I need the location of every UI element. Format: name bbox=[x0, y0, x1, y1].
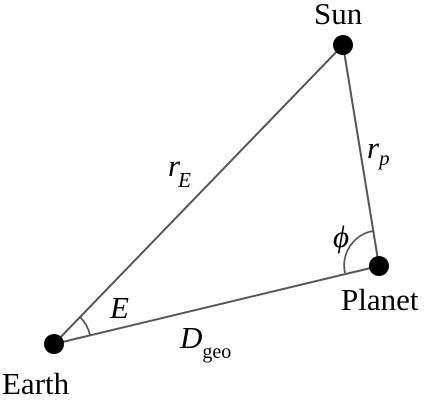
side-label-earth-sun-symbol: r bbox=[168, 148, 181, 183]
earth-point bbox=[44, 334, 64, 354]
angle-label-planet: ϕ bbox=[333, 219, 349, 254]
angle-label-earth: E bbox=[109, 290, 129, 325]
side-label-sun-planet-symbol: r bbox=[367, 130, 380, 165]
side-label-earth-sun: rE bbox=[168, 148, 191, 192]
angle-arc-earth bbox=[79, 316, 91, 336]
sun-label: Sun bbox=[314, 0, 363, 31]
side-label-earth-sun-subscript: E bbox=[177, 168, 191, 192]
side-label-earth-planet-symbol: D bbox=[179, 320, 202, 355]
earth-label: Earth bbox=[2, 366, 70, 401]
side-label-sun-planet: rp bbox=[367, 130, 390, 170]
sun-point bbox=[333, 35, 353, 55]
side-sun-planet bbox=[342, 44, 380, 267]
angle-arc-planet bbox=[343, 230, 374, 274]
side-label-earth-planet: Dgeo bbox=[179, 320, 231, 363]
planet-label: Planet bbox=[341, 282, 419, 317]
side-earth-planet bbox=[53, 265, 380, 345]
side-earth-sun bbox=[53, 44, 344, 345]
side-label-earth-planet-subscript: geo bbox=[202, 341, 231, 363]
side-label-sun-planet-subscript: p bbox=[377, 146, 390, 170]
planet-point bbox=[369, 256, 389, 276]
